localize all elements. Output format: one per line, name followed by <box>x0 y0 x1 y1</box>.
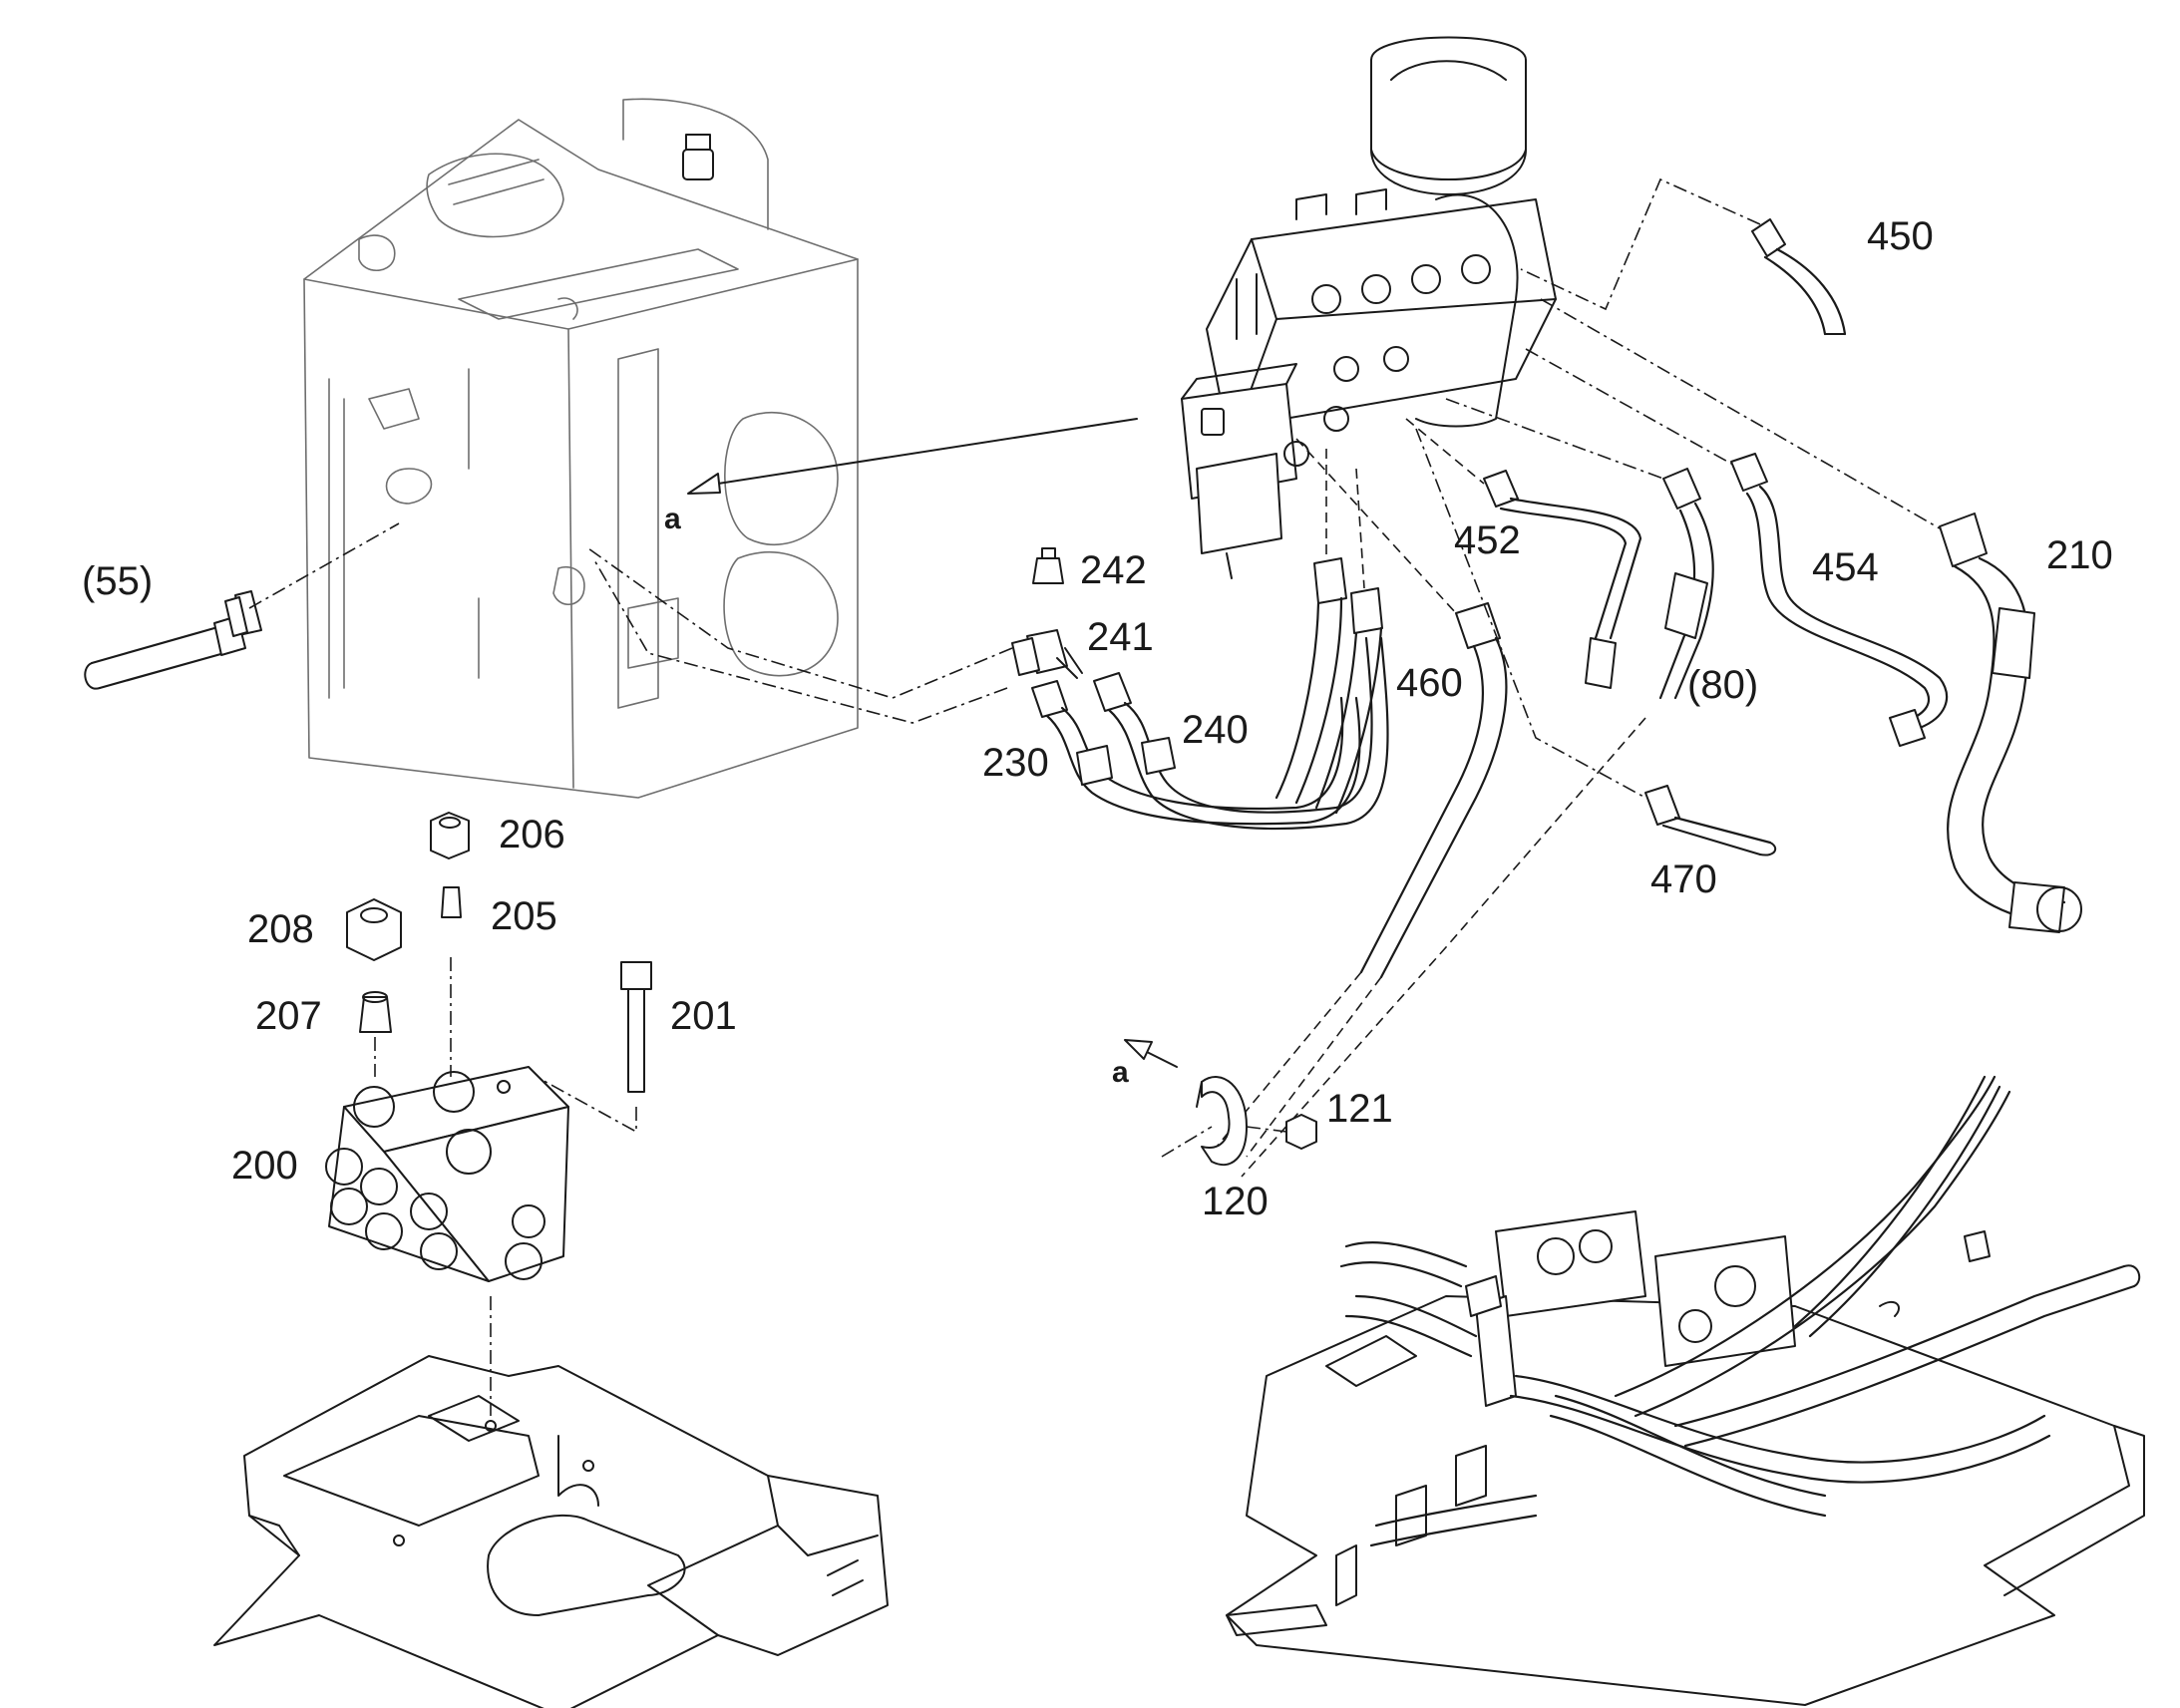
leader-450 <box>1520 177 1761 311</box>
fitting-241 <box>1011 629 1083 679</box>
callout-242: 242 <box>1080 548 1147 592</box>
nut-121 <box>1285 1114 1317 1150</box>
leader-470 <box>1415 428 1646 799</box>
view-marker-a-top: a <box>664 503 681 535</box>
callout-450: 450 <box>1867 214 1934 258</box>
leader-452 <box>1405 418 1485 485</box>
bolt-201 <box>620 961 652 1093</box>
hose-460 <box>1216 602 1646 1178</box>
hose-454 <box>1730 453 1949 747</box>
nut-206 <box>430 812 470 859</box>
leader-454 <box>1525 348 1732 465</box>
mounting-plate-left <box>213 1355 889 1708</box>
callout-120: 120 <box>1202 1180 1269 1223</box>
callout-208: 208 <box>247 907 314 951</box>
callout-121: 121 <box>1326 1087 1393 1131</box>
pointer-arrowhead <box>687 473 721 495</box>
leader-241 <box>587 547 1013 699</box>
leader-460 <box>1295 438 1457 614</box>
callout-454: 454 <box>1812 545 1879 589</box>
clip-120 <box>1196 1076 1248 1167</box>
callout-452: 452 <box>1454 518 1521 562</box>
leader-80 <box>1445 398 1664 480</box>
callout-80: (80) <box>1687 663 1758 707</box>
leader-clip <box>1161 1126 1213 1158</box>
nipple-205 <box>441 886 462 918</box>
view-arrow-head <box>1124 1039 1153 1060</box>
view-arrow-line <box>1146 1051 1178 1068</box>
hydraulic-tank-unit <box>303 98 859 799</box>
fitting-242 <box>1032 547 1064 584</box>
hose-240 <box>1093 636 1389 831</box>
callout-207: 207 <box>255 994 322 1038</box>
callout-206: 206 <box>499 813 565 856</box>
assembled-view <box>1226 1075 2145 1706</box>
leader-210 <box>1540 298 1941 529</box>
leader-121 <box>1246 1126 1287 1133</box>
hose-450 <box>1751 218 1847 336</box>
callout-55: (55) <box>82 559 153 603</box>
nut-208 <box>346 898 402 961</box>
valve-block-assembly <box>1181 36 1557 579</box>
view-marker-a-bottom: a <box>1112 1056 1129 1089</box>
callout-460: 460 <box>1396 661 1463 705</box>
hose-470 <box>1644 785 1777 856</box>
callout-470: 470 <box>1650 857 1717 901</box>
valve-block-200 <box>325 1066 569 1282</box>
callout-205: 205 <box>491 894 557 938</box>
hose-452 <box>1483 470 1642 689</box>
hose-80 <box>1658 468 1714 700</box>
callout-201: 201 <box>670 994 737 1038</box>
leader-55 <box>248 522 400 609</box>
pointer-line <box>717 418 1138 485</box>
hose-55 <box>84 590 262 690</box>
callout-210: 210 <box>2046 533 2113 577</box>
callout-241: 241 <box>1087 615 1154 659</box>
callout-200: 200 <box>231 1144 298 1188</box>
hose-230 <box>1031 680 1361 826</box>
callout-230: 230 <box>982 741 1049 785</box>
callout-240: 240 <box>1182 708 1249 752</box>
hose-210 <box>1939 512 2082 933</box>
nipple-207 <box>359 991 392 1033</box>
hoses-from-valve-block <box>1274 449 1383 815</box>
